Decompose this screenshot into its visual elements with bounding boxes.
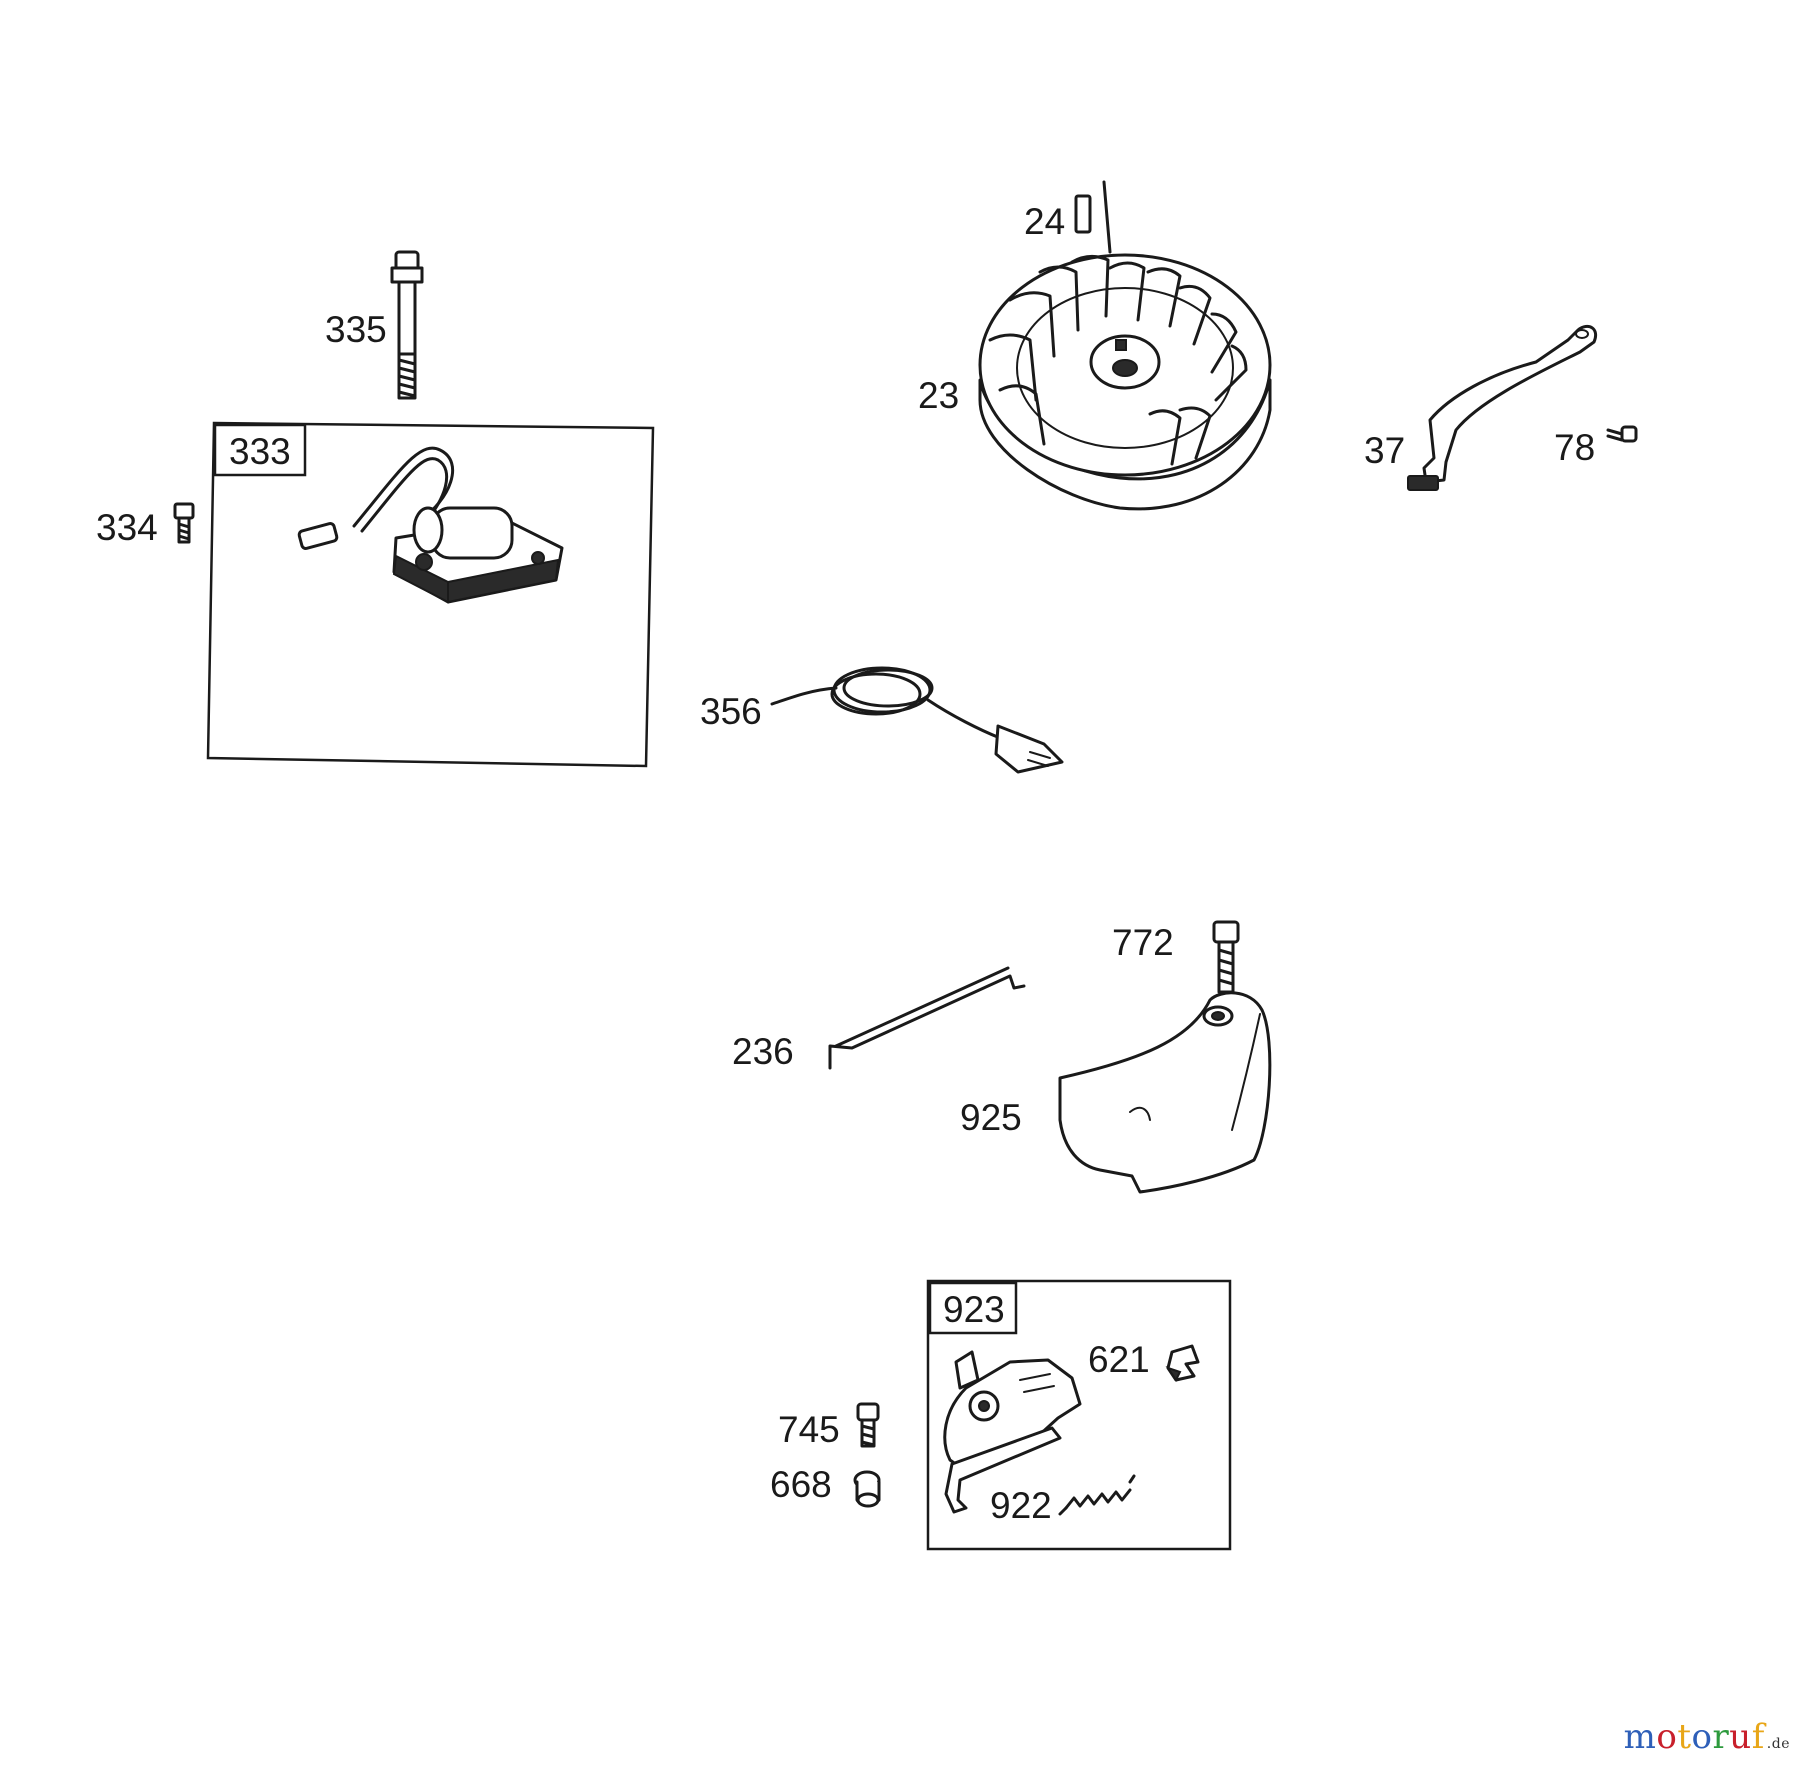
label-333: 333: [229, 431, 291, 472]
ground-wire-37: [1407, 325, 1597, 491]
box-923-label-frame: [928, 1281, 1018, 1335]
label-745: 745: [778, 1409, 840, 1450]
watermark-letter: u: [1729, 1717, 1752, 1757]
label-621: 621: [1088, 1339, 1150, 1380]
watermark-suffix: .de: [1766, 1736, 1790, 1752]
bushing-668: [853, 1470, 881, 1508]
watermark-letter: m: [1623, 1717, 1657, 1757]
bolt-745: [856, 1402, 880, 1448]
flywheel-23: [978, 253, 1272, 511]
screw-78: [1606, 425, 1638, 443]
watermark-letter: r: [1712, 1717, 1730, 1757]
bolt-335: [390, 250, 424, 400]
spring-922: [1058, 1474, 1136, 1516]
watermark-letter: f: [1751, 1717, 1765, 1757]
ignition-coil: [297, 446, 564, 604]
watermark-letter: o: [1656, 1717, 1678, 1757]
box-333-label-frame: [213, 423, 307, 477]
clip-621: [1165, 1344, 1200, 1382]
label-668: 668: [770, 1464, 832, 1505]
box-333: [206, 421, 655, 768]
label-922: 922: [990, 1485, 1052, 1526]
label-236: 236: [732, 1031, 794, 1072]
link-rod-236: [828, 966, 1026, 1070]
label-78: 78: [1554, 427, 1595, 468]
watermark-letter: t: [1677, 1717, 1692, 1757]
key-24: [1074, 180, 1112, 254]
label-24: 24: [1024, 201, 1065, 242]
label-334: 334: [96, 507, 158, 548]
watermark-logo: motoruf.de: [1624, 1717, 1790, 1757]
label-923: 923: [943, 1289, 1005, 1330]
governor-lever: [943, 1350, 1082, 1514]
bolt-334: [173, 502, 195, 544]
label-772: 772: [1112, 922, 1174, 963]
label-335: 335: [325, 309, 387, 350]
label-23: 23: [918, 375, 959, 416]
label-925: 925: [960, 1097, 1022, 1138]
label-356: 356: [700, 691, 762, 732]
cover-925: [1058, 991, 1272, 1194]
box-923: [926, 1279, 1232, 1551]
bolt-772: [1212, 920, 1240, 994]
wire-356: [770, 666, 1064, 774]
watermark-letter: o: [1691, 1717, 1713, 1757]
label-37: 37: [1364, 430, 1405, 471]
